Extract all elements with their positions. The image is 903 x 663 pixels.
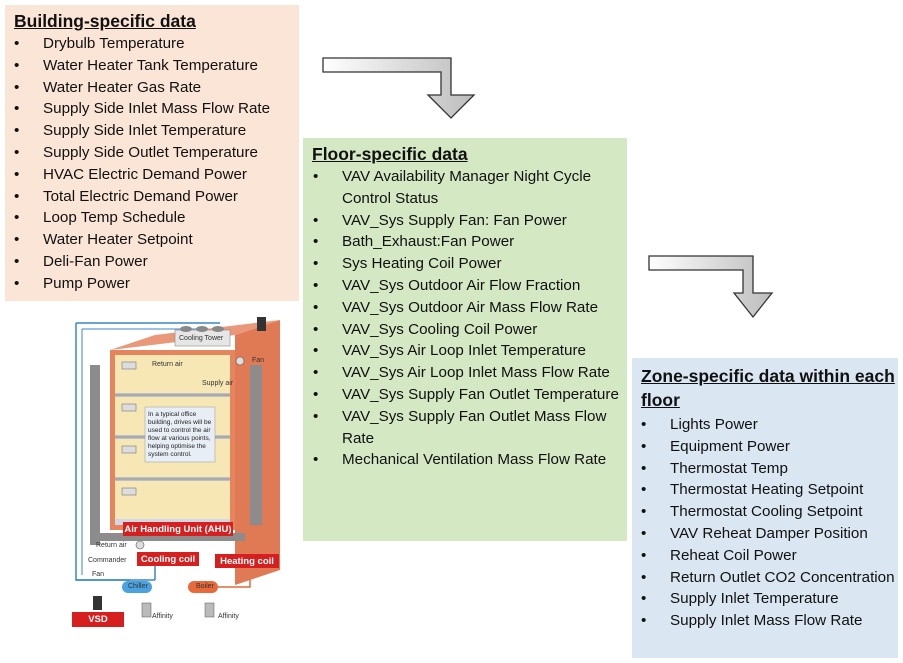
drives-note: In a typical office building, drives wil… [148,411,212,458]
zone-item: Supply Inlet Mass Flow Rate [641,610,898,632]
chiller-label: Chiller [128,583,148,590]
building-item: HVAC Electric Demand Power [14,164,299,186]
fan-top-label: Fan [252,357,265,364]
floor-data-title: Floor-specific data [312,144,468,164]
zone-item: Thermostat Heating Setpoint [641,479,898,501]
supply-air-label: Supply air [202,380,234,387]
building-item: Deli-Fan Power [14,251,299,273]
floor-data-list: VAV Availability Manager Night Cycle Con… [313,166,627,471]
zone-item: Thermostat Cooling Setpoint [641,501,898,523]
zone-item: Reheat Coil Power [641,545,898,567]
heating-coil-label: Heating coil [215,554,279,568]
zone-item: Supply Inlet Temperature [641,588,898,610]
floor-item: VAV_Sys Supply Fan Outlet Temperature [313,384,627,406]
zone-item: VAV Reheat Damper Position [641,523,898,545]
floor-item: Mechanical Ventilation Mass Flow Rate [313,449,627,471]
building-item: Water Heater Tank Temperature [14,55,299,77]
floor-data-panel: Floor-specific data VAV Availability Man… [303,138,627,541]
return-air-bottom-label: Return air [96,542,127,549]
affinity-label-2: Affinity [218,613,239,620]
floor-item: Sys Heating Coil Power [313,253,627,275]
building-data-list: Drybulb TemperatureWater Heater Tank Tem… [14,33,299,295]
arrow-floor-to-zone [648,255,774,319]
building-item: Water Heater Setpoint [14,229,299,251]
building-cutaway-image [75,317,280,618]
arrow-building-to-floor [322,57,476,119]
floor-item: VAV Availability Manager Night Cycle Con… [313,166,627,210]
zone-item: Return Outlet CO2 Concentration [641,567,898,589]
commander-label: Commander [88,557,127,564]
building-item: Water Heater Gas Rate [14,77,299,99]
floor-item: VAV_Sys Air Loop Inlet Mass Flow Rate [313,362,627,384]
building-item: Drybulb Temperature [14,33,299,55]
affinity-label-1: Affinity [152,613,173,620]
fan-bottom-label: Fan [92,571,105,578]
building-item: Loop Temp Schedule [14,207,299,229]
zone-item: Equipment Power [641,436,898,458]
floor-item: Bath_Exhaust:Fan Power [313,231,627,253]
floor-item: VAV_Sys Outdoor Air Flow Fraction [313,275,627,297]
building-data-title: Building-specific data [14,11,196,31]
zone-item: Lights Power [641,414,898,436]
ahu-label: Air Handling Unit (AHU) [123,522,233,536]
vsd-label: VSD [72,612,124,627]
floor-item: VAV_Sys Outdoor Air Mass Flow Rate [313,297,627,319]
boiler-label: Boiler [196,583,214,590]
zone-item: Thermostat Temp [641,458,898,480]
building-item: Total Electric Demand Power [14,186,299,208]
building-data-panel: Building-specific data Drybulb Temperatu… [5,5,299,301]
floor-item: VAV_Sys Supply Fan Outlet Mass Flow Rate [313,406,627,450]
building-item: Supply Side Inlet Mass Flow Rate [14,98,299,120]
floor-item: VAV_Sys Supply Fan: Fan Power [313,210,627,232]
return-air-top-label: Return air [152,361,183,368]
building-item: Pump Power [14,273,299,295]
building-item: Supply Side Inlet Temperature [14,120,299,142]
zone-data-title: Zone-specific data within each floor [641,366,895,410]
cooling-coil-label: Cooling coil [137,552,199,566]
floor-item: VAV_Sys Cooling Coil Power [313,319,627,341]
zone-data-list: Lights PowerEquipment PowerThermostat Te… [641,414,898,632]
cooling-tower-label: Cooling Tower [179,335,224,342]
building-item: Supply Side Outlet Temperature [14,142,299,164]
zone-data-panel: Zone-specific data within each floor Lig… [632,358,898,658]
ahu-illustration: Cooling Tower Return air Supply air Fan … [60,315,290,631]
floor-item: VAV_Sys Air Loop Inlet Temperature [313,340,627,362]
